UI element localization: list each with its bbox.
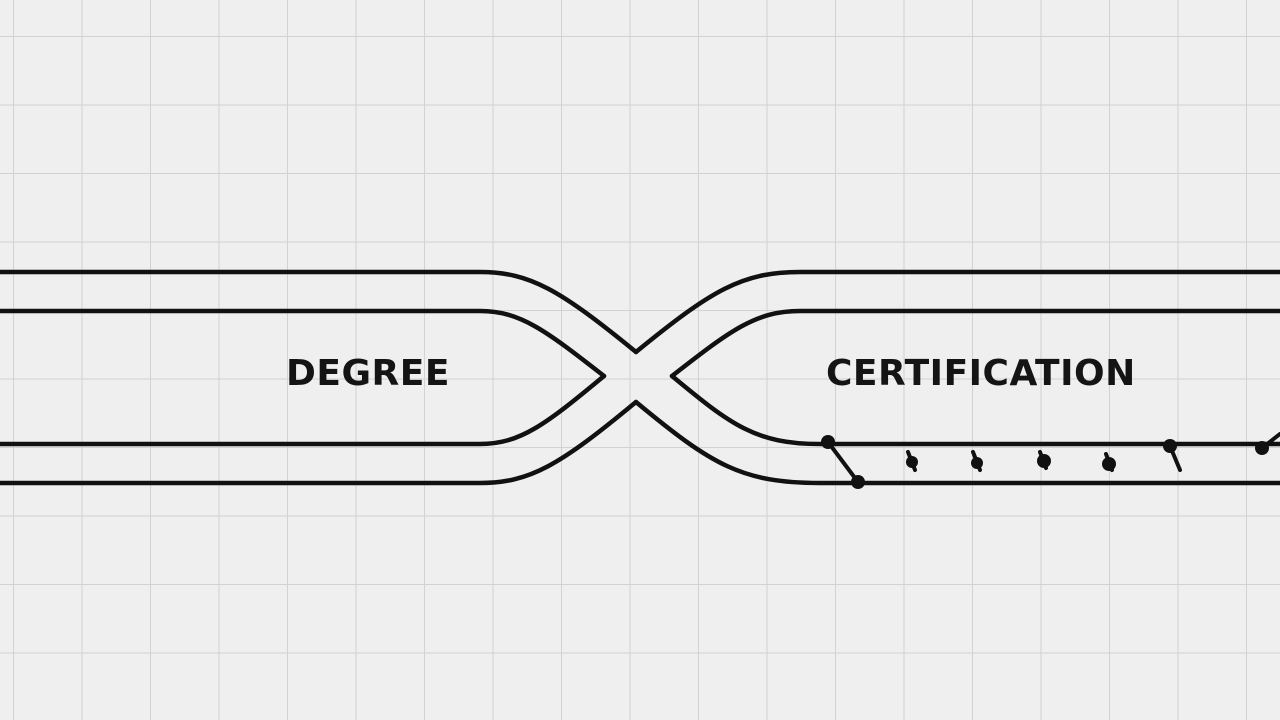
rail-tick-diagonal xyxy=(826,440,860,484)
right-track-inner-bottom xyxy=(669,373,1280,447)
rail-dot xyxy=(1102,457,1116,471)
rail-ticks xyxy=(821,432,1280,489)
right-track-outer-bottom xyxy=(633,399,1280,486)
rail-dot xyxy=(1255,441,1269,455)
right-track-outer-top xyxy=(633,269,1280,355)
left-track-inner-top xyxy=(0,308,607,379)
rail-dot xyxy=(1163,439,1177,453)
degree-label: DEGREE xyxy=(286,353,450,394)
rail-dot xyxy=(1037,454,1051,468)
left-track-outer-bottom xyxy=(0,399,639,486)
certification-label: CERTIFICATION xyxy=(826,353,1136,394)
rail-dot xyxy=(821,435,835,449)
left-track-outer-top xyxy=(0,269,639,355)
right-track-inner-top xyxy=(669,308,1280,379)
rail-dot xyxy=(851,475,865,489)
left-track-inner-bottom xyxy=(0,373,607,447)
rail-dot xyxy=(971,457,983,469)
rail-dot xyxy=(906,456,918,468)
